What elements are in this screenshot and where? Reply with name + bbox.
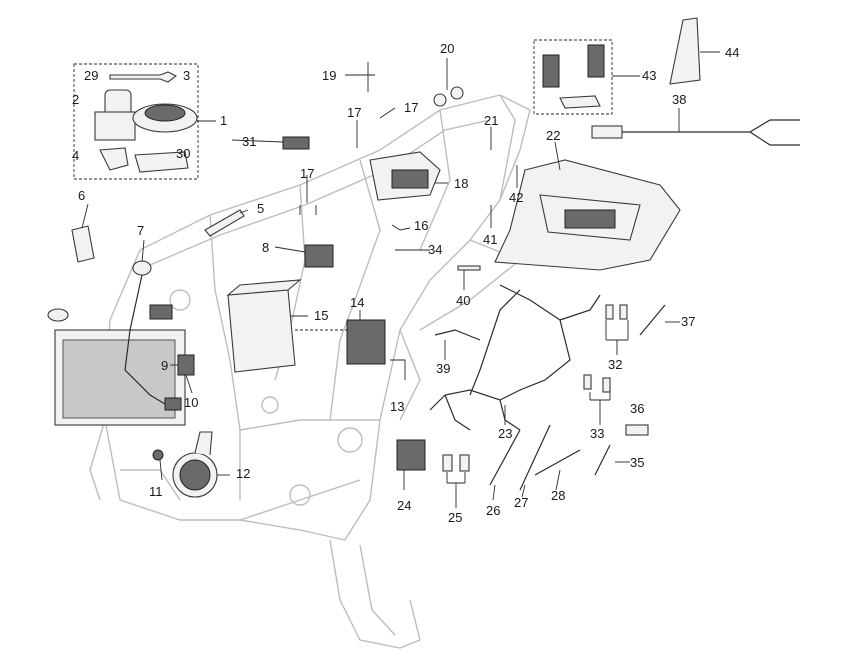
callout-22: 22 <box>546 128 560 143</box>
callout-29: 29 <box>84 68 98 83</box>
callout-40: 40 <box>456 293 470 308</box>
callout-37: 37 <box>681 314 695 329</box>
callout-10: 10 <box>184 395 198 410</box>
callout-16: 16 <box>414 218 428 233</box>
callout-35: 35 <box>630 455 644 470</box>
callout-28: 28 <box>551 488 565 503</box>
callout-32: 32 <box>608 357 622 372</box>
leader-lines <box>81 51 720 508</box>
callout-18: 18 <box>454 176 468 191</box>
bracket-9 <box>149 304 173 320</box>
callout-3: 3 <box>183 68 190 83</box>
callout-44: 44 <box>725 45 739 60</box>
callout-36: 36 <box>630 401 644 416</box>
connector-10 <box>177 354 195 376</box>
o2-sensor <box>124 260 182 411</box>
fuse-33b <box>602 377 611 393</box>
bolt-11 <box>152 449 164 461</box>
callout-38: 38 <box>672 92 686 107</box>
callout-42: 42 <box>509 190 523 205</box>
callout-7: 7 <box>137 223 144 238</box>
callout-8: 8 <box>262 240 269 255</box>
rubber-strap <box>204 209 245 237</box>
callout-20: 20 <box>440 41 454 56</box>
callout-39: 39 <box>436 361 450 376</box>
callout-17-top: 17 <box>347 105 361 120</box>
callout-15: 15 <box>314 308 328 323</box>
callout-23: 23 <box>498 426 512 441</box>
callout-5: 5 <box>257 201 264 216</box>
motorcycle-frame <box>89 94 531 649</box>
fuse-box <box>396 439 426 471</box>
cable-tie-28 <box>534 449 581 476</box>
callout-24: 24 <box>397 498 411 513</box>
callout-12: 12 <box>236 466 250 481</box>
bushing-20b <box>450 86 464 100</box>
callout-21: 21 <box>484 113 498 128</box>
callout-labels: 1 2 3 4 5 6 7 8 9 10 11 12 13 14 15 16 1… <box>72 41 739 525</box>
connector-31 <box>282 136 310 150</box>
cable-38 <box>591 119 800 146</box>
callout-13: 13 <box>390 399 404 414</box>
bushing-20a <box>433 93 447 107</box>
callout-11: 11 <box>149 484 163 499</box>
tray-cover <box>494 159 681 271</box>
horn <box>172 431 218 498</box>
callout-9: 9 <box>161 358 168 373</box>
callout-4: 4 <box>72 148 79 163</box>
callout-33: 33 <box>590 426 604 441</box>
radiator <box>47 308 186 426</box>
trim-strip <box>669 17 701 85</box>
callout-1: 1 <box>220 113 227 128</box>
fuse-32a <box>605 304 614 320</box>
fuse-25a <box>442 454 453 472</box>
callout-19: 19 <box>322 68 336 83</box>
battery <box>226 279 302 373</box>
regulator <box>346 319 386 365</box>
callout-27: 27 <box>514 495 528 510</box>
callout-25: 25 <box>448 510 462 525</box>
fuse-33a <box>583 374 592 390</box>
fuse-25b <box>459 454 470 472</box>
sticker-group <box>533 39 613 115</box>
cable-tie-26 <box>489 429 521 486</box>
clamp-35 <box>594 444 611 476</box>
callout-31: 31 <box>242 134 256 149</box>
callout-2: 2 <box>72 92 79 107</box>
callout-17-left: 17 <box>300 166 314 181</box>
fuse-36 <box>625 424 649 436</box>
callout-14: 14 <box>350 295 364 310</box>
callout-43: 43 <box>642 68 656 83</box>
callout-30: 30 <box>176 146 190 161</box>
callout-41: 41 <box>483 232 497 247</box>
cable-tie-27 <box>519 424 551 491</box>
callout-6: 6 <box>78 188 85 203</box>
callout-34: 34 <box>428 242 442 257</box>
tube-cover <box>71 225 95 263</box>
fuse-32b <box>619 304 628 320</box>
callout-26: 26 <box>486 503 500 518</box>
ecu-unit <box>369 151 441 201</box>
rod-40 <box>457 265 481 271</box>
callout-17-right: 17 <box>404 100 418 115</box>
starter-relay <box>304 244 334 268</box>
cable-tie-37 <box>639 304 666 336</box>
ignition-group <box>73 63 199 180</box>
